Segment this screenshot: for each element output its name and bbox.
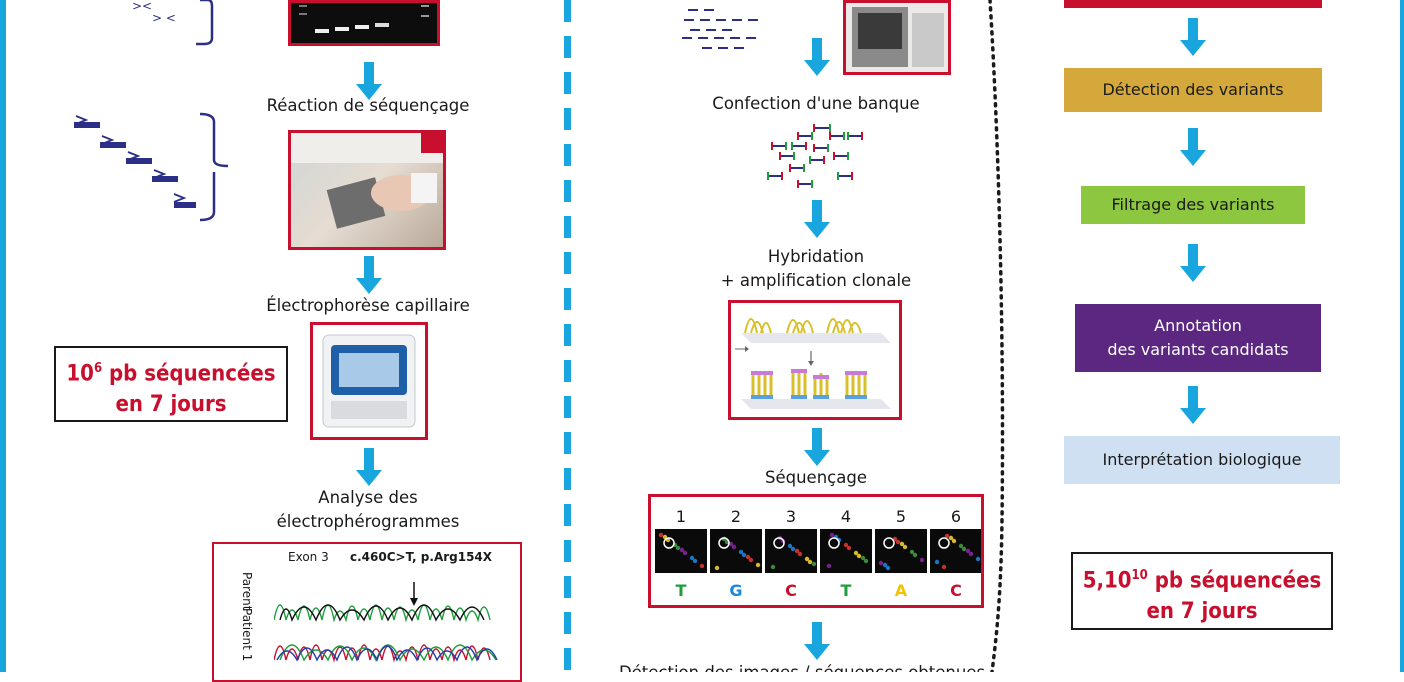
arrow-down-icon [1180,18,1206,56]
callout-ngs-value: 5,10 [1082,568,1132,594]
label-image-detection-partial: Détection des images / séquences obtenue… [612,661,992,672]
staircase-primer-icon [74,112,229,222]
label-image-detection-text: Détection des images / séquences obtenue… [612,661,992,672]
chromatogram-figure: Exon 3 c.460C>T, p.Arg154X Parent Patien… [212,542,522,682]
chromatogram-exon: Exon 3 [288,550,329,564]
label-sequencing: Séquençage [765,468,867,487]
arrow-down-icon [1180,244,1206,282]
step-biological-interpretation-label: Interprétation biologique [1102,450,1302,469]
base-call: C [785,581,797,600]
section-divider [564,0,571,672]
arrow-down-icon [356,448,382,486]
library-fragments-icon [767,124,863,188]
base-call: G [729,581,743,600]
svg-text:> <: > < [152,11,176,25]
callout-unit: pb séquencées [102,361,276,387]
callout-ngs-line2: en 7 jours [1146,599,1258,625]
cycle-image [655,529,707,573]
label-analysis-line1: Analyse des [318,488,418,507]
step-variant-detection-label: Détection des variants [1102,80,1284,99]
cycle-image [710,529,762,573]
label-capillary-electrophoresis: Électrophorèse capillaire [266,296,470,315]
primer-schematic-icon: >< > < [132,0,214,46]
label-clonal-amplification: + amplification clonale [720,271,912,290]
callout-ngs-throughput: 5,1010 pb séquencées en 7 jours [1071,552,1333,630]
callout-value: 10 [66,361,94,387]
cycle-image [930,529,981,573]
svg-text:><: >< [132,0,152,13]
frame-right-border [1400,0,1404,672]
label-sequencing-reaction: Réaction de séquençage [266,96,470,115]
label-analysis-line2: électrophérogrammes [276,512,460,531]
dna-fragments-icon [682,9,758,49]
frame-left-border [0,0,6,672]
ngs-instrument-photo [843,0,951,75]
cluster-amplification-figure [728,300,902,420]
base-call: T [675,581,687,600]
cycle-number: 2 [730,507,742,526]
arrow-down-icon [804,200,830,238]
base-call: A [894,581,908,600]
label-library-prep: Confection d'une banque [712,94,920,113]
callout-exponent: 6 [93,361,103,376]
chromatogram-row-patient: Patient 1 [240,608,254,662]
arrow-down-icon [804,428,830,466]
arrow-down-icon [356,256,382,294]
base-call: T [840,581,852,600]
cycle-image [820,529,872,573]
arrow-down-icon [356,62,382,100]
cycle-number: 5 [895,507,907,526]
sequencing-reaction-photo [288,130,446,250]
callout-sanger-throughput: 106 pb séquencées en 7 jours [54,346,288,422]
cycle-image [765,529,817,573]
gel-photo [288,0,440,46]
cycle-image [875,529,927,573]
arrow-down-icon [804,622,830,660]
step-annotation-line1: Annotation [1154,316,1242,335]
cycle-number: 1 [675,507,687,526]
step-variant-detection: Détection des variants [1064,68,1322,112]
cycle-number: 3 [785,507,797,526]
dotted-curve-divider [988,0,1005,672]
label-hybridation: Hybridation [767,247,865,266]
step-annotation-line2: des variants candidats [1107,340,1289,359]
base-call: C [950,581,962,600]
callout-ngs-exponent: 10 [1131,568,1148,583]
step-annotation: Annotation des variants candidats [1075,304,1321,372]
chromatogram-traces [274,582,498,663]
chromatogram-row-parent: Parent [240,572,254,611]
step-top-red [1064,0,1322,8]
arrow-down-icon [1180,386,1206,424]
chromatogram-mutation: c.460C>T, p.Arg154X [350,550,493,564]
sequencer-machine-photo [310,322,428,440]
cycle-number: 6 [950,507,962,526]
arrow-down-icon [1180,128,1206,166]
cycle-number: 4 [840,507,852,526]
callout-line2: en 7 jours [115,392,227,418]
step-biological-interpretation: Interprétation biologique [1064,436,1340,484]
arrow-down-icon [804,38,830,76]
callout-ngs-unit: pb séquencées [1147,568,1322,594]
step-variant-filtering: Filtrage des variants [1081,186,1305,224]
step-variant-filtering-label: Filtrage des variants [1111,195,1275,214]
